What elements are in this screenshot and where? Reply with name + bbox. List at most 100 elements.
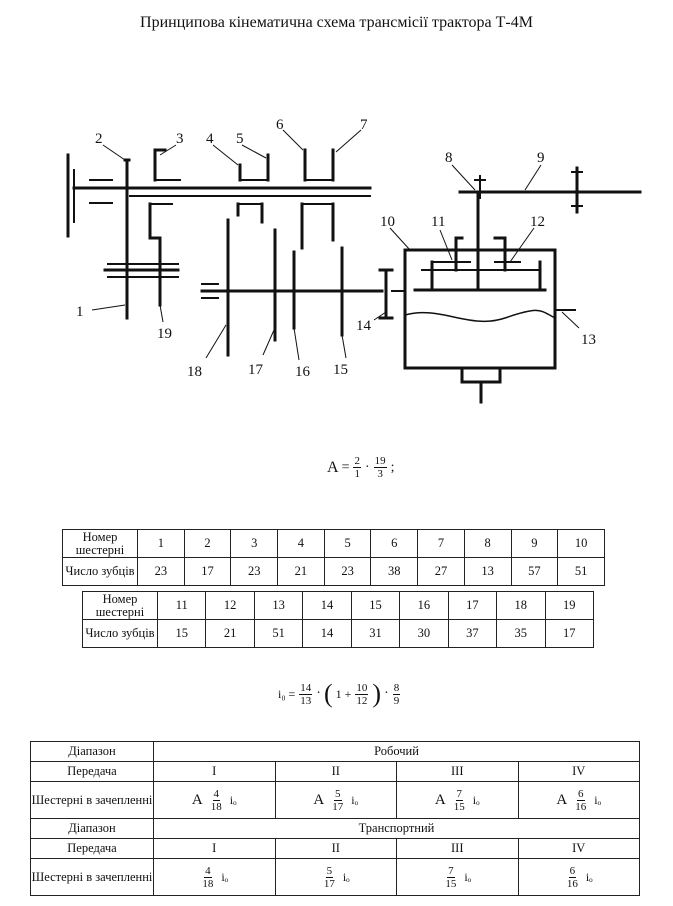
text-table1-gears-4: 5 <box>323 529 372 558</box>
text-ratio_table-work-2-num: 7 <box>455 787 464 801</box>
text-formula_i-dot: · <box>384 686 389 701</box>
label-11: 11 <box>431 214 445 230</box>
text-formula_i-f3_den: 9 <box>393 694 400 707</box>
text-ratio_table-work-3-num: 6 <box>577 787 585 801</box>
text-ratio_table-work-1-den: 17 <box>332 800 344 813</box>
text-ratio_table-transport-2-den: 15 <box>445 878 457 890</box>
table-row: Діапазон Транспортний <box>30 818 640 839</box>
text-ratio_table-transport-3-den: 16 <box>566 878 578 890</box>
text-table1-teeth-3: 21 <box>277 557 325 586</box>
text-table2-gears-2: 13 <box>253 591 304 620</box>
rear-axle-housing <box>403 248 557 370</box>
text-ratio_table-range_label: Діапазон <box>30 818 154 839</box>
text-table1-gears-3: 4 <box>277 529 325 558</box>
label-4: 4 <box>206 131 214 147</box>
text-formula_a-f1_den: 1 <box>354 468 360 480</box>
text-formula_i-f1_den: 13 <box>300 694 312 707</box>
text-ratio_table-a: A <box>556 791 568 808</box>
text-ratio_table-work-2-den: 15 <box>453 800 465 813</box>
text-ratio_table-io: iₒ <box>585 870 593 884</box>
text-table1-teeth-1: 17 <box>183 557 232 586</box>
label-13: 13 <box>581 332 596 348</box>
text-table2-gears-4: 15 <box>350 591 401 620</box>
label-7: 7 <box>360 117 368 133</box>
table-row: Діапазон Робочий <box>30 741 640 762</box>
text-ratio_table-transport-0-den: 18 <box>202 878 214 890</box>
text-table1-teeth-9: 51 <box>557 557 605 586</box>
text-table1-teeth-0: 23 <box>137 557 185 586</box>
label-8: 8 <box>445 150 453 166</box>
text-ratio_table-io: iₒ <box>229 792 237 807</box>
label-18: 18 <box>187 364 202 380</box>
text-table1-gears-7: 8 <box>463 529 512 558</box>
text-table2-teeth-5: 30 <box>399 619 449 648</box>
text-table2-teeth-1: 21 <box>205 619 255 648</box>
text-table2-teeth-2: 51 <box>253 619 304 648</box>
text-ratio_table-a: A <box>313 791 325 808</box>
text-table1-teeth-6: 27 <box>417 557 465 586</box>
text-table2-teeth-0: 15 <box>156 619 207 648</box>
label-3: 3 <box>176 131 184 147</box>
label-1: 1 <box>76 304 84 320</box>
text-table2-gears-3: 14 <box>302 591 352 620</box>
text-formula_i-lhs: i₀ = <box>278 686 296 701</box>
text-formula_a-lhs: A <box>327 458 339 476</box>
text-ratio_table-gears-0: I <box>153 761 276 782</box>
text-formula_a-f2_num: 19 <box>373 455 387 468</box>
text-table2-gears-0: 11 <box>156 591 207 620</box>
text-formula_i-f2_den: 12 <box>356 694 368 707</box>
text-table2-teeth-4: 31 <box>350 619 401 648</box>
text-table2-teeth-6: 37 <box>447 619 498 648</box>
text-table1-teeth-5: 38 <box>370 557 419 586</box>
text-table1-teeth-2: 23 <box>230 557 279 586</box>
text-ratio_table-gears-0: I <box>153 838 276 859</box>
text-ratio_table-work-3-den: 16 <box>575 800 587 813</box>
text-ratio_table-transport-3-num: 6 <box>568 865 577 878</box>
text-formula_a-f1_num: 2 <box>353 455 361 468</box>
text-ratio_table-mesh_label: Шестерні в зачепленні <box>30 781 154 819</box>
text-ratio_table-transport-0-num: 4 <box>204 865 212 878</box>
text-table2-gears-6: 17 <box>447 591 498 620</box>
row-header: Номер шестерні <box>82 591 158 620</box>
label-19: 19 <box>157 326 172 342</box>
text-ratio_table-work-0-num: 4 <box>212 787 221 801</box>
label-5: 5 <box>236 131 244 147</box>
text-table2-gears-7: 18 <box>496 591 546 620</box>
text-formula_a-dot: · <box>364 459 370 475</box>
text-ratio_table-transport-1-num: 5 <box>325 865 334 878</box>
text-ratio_table-gears-3: IV <box>517 838 640 859</box>
text-ratio_table-io: iₒ <box>594 792 602 807</box>
text-ratio_table-gear_label: Передача <box>30 761 154 782</box>
row-header: Число зубців <box>82 619 158 648</box>
text-table1-gears-9: 10 <box>557 529 605 558</box>
text-table1-gears-2: 3 <box>230 529 279 558</box>
text-table1-gears-0: 1 <box>137 529 185 558</box>
text-formula_i-f2_num: 10 <box>355 681 369 695</box>
text-ratio_table-io: iₒ <box>472 792 480 807</box>
label-15: 15 <box>333 362 348 378</box>
text-ratio_table-transport-1-den: 17 <box>323 878 335 890</box>
text-formula_i-f3_num: 8 <box>392 681 401 695</box>
text-ratio_table-transport-2-num: 7 <box>447 865 455 878</box>
text-table1-gears-8: 9 <box>510 529 559 558</box>
label-2: 2 <box>95 131 103 147</box>
text-table2-teeth-7: 35 <box>496 619 546 648</box>
text-ratio_table-gears-2: III <box>396 838 519 859</box>
kinematic-scheme: 1 2 3 4 5 6 7 8 9 10 11 12 13 14 15 16 1… <box>66 117 642 404</box>
text-ratio_table-range_transport: Транспортний <box>153 818 640 839</box>
text-ratio_table-gears-1: II <box>274 838 397 859</box>
text-ratio_table-mesh_label: Шестерні в зачепленні <box>30 858 154 896</box>
label-17: 17 <box>248 362 264 378</box>
text-ratio_table-io: iₒ <box>464 870 472 884</box>
text-ratio_table-range_work: Робочий <box>153 741 640 762</box>
